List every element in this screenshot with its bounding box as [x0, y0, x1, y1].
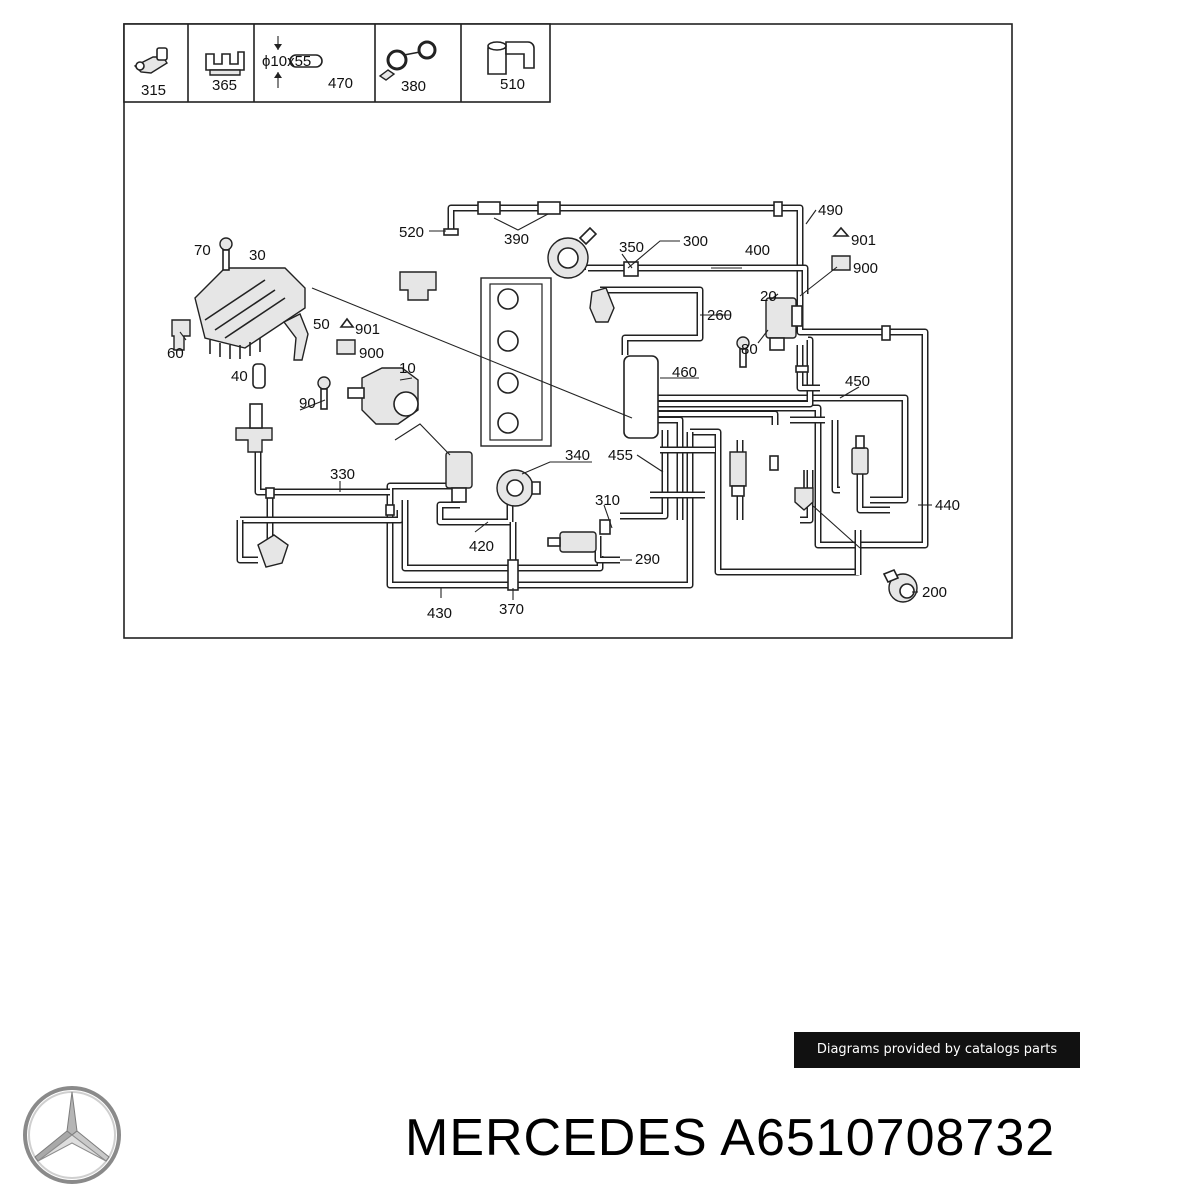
bracket-icon [171, 319, 191, 351]
callout-50: 50 [313, 316, 330, 333]
leader-lines [179, 209, 932, 600]
hose-clamp-icon [378, 40, 437, 81]
electrical-plug-icon [336, 339, 356, 355]
callout-520: 520 [399, 224, 424, 241]
holder-icon [487, 41, 535, 75]
plug-cap-icon [339, 317, 355, 328]
callout-430: 430 [427, 605, 452, 622]
sensor-icon [851, 435, 869, 475]
clip-icon [205, 51, 245, 76]
callout-300: 300 [683, 233, 708, 250]
callout-260: 260 [707, 307, 732, 324]
callout-490: 490 [818, 202, 843, 219]
solenoid-valve-icon [257, 534, 289, 568]
callout-900-left: 900 [359, 345, 384, 362]
mercedes-star-logo [23, 1086, 121, 1184]
actuator-icon [347, 367, 419, 425]
callout-390: 390 [504, 231, 529, 248]
callout-30: 30 [249, 247, 266, 264]
hose-connectors [265, 201, 891, 591]
vacuum-distributor-icon [623, 355, 659, 439]
diagram-credit-banner: Diagrams provided by catalogs parts [794, 1032, 1080, 1068]
part-number-title: MERCEDES A6510708732 [405, 1109, 1056, 1167]
callout-901-right: 901 [851, 232, 876, 249]
vacuum-pump-icon [547, 226, 598, 279]
vacuum-reservoir-icon [235, 427, 273, 453]
hose-size-spec: ϕ10x55 [262, 53, 311, 70]
mounting-bracket-icon [282, 313, 309, 361]
bolt-icon [317, 376, 331, 410]
callout-450: 450 [845, 373, 870, 390]
hose-piece-icon [274, 36, 323, 88]
callout-labels: 520 390 300 350 400 490 901 900 20 260 8… [167, 202, 960, 622]
callout-340: 340 [565, 447, 590, 464]
header-parts-table: 315 365 ϕ10x55 470 380 510 [123, 23, 551, 103]
bolt-icon [736, 336, 750, 368]
callout-420: 420 [469, 538, 494, 555]
hose-connector-icon [133, 47, 168, 74]
part-number-380: 380 [401, 78, 426, 95]
vacuum-unit-icon [496, 469, 541, 507]
pressure-sensor-icon [882, 568, 918, 603]
callout-330: 330 [330, 466, 355, 483]
check-valve-icon [794, 470, 814, 511]
switchover-valve-icon [445, 451, 473, 503]
callout-400: 400 [745, 242, 770, 259]
check-valve-icon [589, 287, 615, 323]
callout-290: 290 [635, 551, 660, 568]
callout-455: 455 [608, 447, 633, 464]
electrical-plug-icon [831, 255, 851, 271]
callout-310: 310 [595, 492, 620, 509]
callout-440: 440 [935, 497, 960, 514]
callout-40: 40 [231, 368, 248, 385]
callout-70: 70 [194, 242, 211, 259]
part-number-510: 510 [500, 76, 525, 93]
callout-200: 200 [922, 584, 947, 601]
callout-901-left: 901 [355, 321, 380, 338]
plug-cap-icon [832, 226, 850, 237]
callout-20: 20 [760, 288, 777, 305]
vacuum-reservoir-icon [399, 271, 437, 301]
callout-60: 60 [167, 345, 184, 362]
callout-80: 80 [741, 341, 758, 358]
part-number-315: 315 [141, 82, 166, 99]
engine-block [480, 277, 552, 447]
hose-elbow-icon [729, 451, 747, 497]
sleeve-icon [252, 363, 266, 389]
components [171, 226, 918, 603]
callout-10: 10 [399, 360, 416, 377]
cylinder-head-cover-icon [194, 267, 306, 359]
part-number-470: 470 [328, 75, 353, 92]
valve-icon [547, 519, 611, 553]
part-number-365: 365 [212, 77, 237, 94]
pressure-transducer-icon [765, 297, 803, 351]
callout-460: 460 [672, 364, 697, 381]
callout-900-right: 900 [853, 260, 878, 277]
callout-90: 90 [299, 395, 316, 412]
callout-370: 370 [499, 601, 524, 618]
callout-350: 350 [619, 239, 644, 256]
bolt-icon [219, 237, 233, 271]
